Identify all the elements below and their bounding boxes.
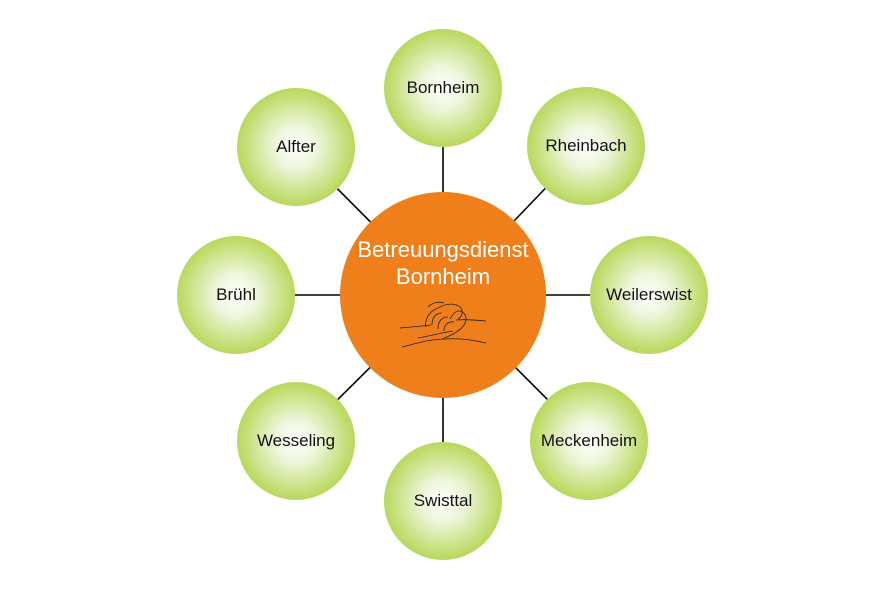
connector-line <box>335 186 373 224</box>
node-meckenheim: Meckenheim <box>530 382 648 500</box>
node-label: Bornheim <box>406 78 480 97</box>
node-label: Weilerswist <box>606 285 692 304</box>
node-bornheim: Bornheim <box>384 29 502 147</box>
node-label: Rheinbach <box>545 136 627 155</box>
handshake-icon <box>399 301 487 348</box>
node-weilerswist: Weilerswist <box>590 236 708 354</box>
node-bruehl: Brühl <box>177 236 295 354</box>
node-label: Brühl <box>216 285 256 304</box>
node-label: Alfter <box>276 137 316 156</box>
connector-line <box>335 365 372 402</box>
center-title-line2: Bornheim <box>395 264 491 289</box>
node-label: Meckenheim <box>540 431 638 450</box>
connector-line <box>513 365 550 402</box>
center-node: Betreuungsdienst Bornheim <box>340 192 546 398</box>
node-swisttal: Swisttal <box>384 442 502 560</box>
node-label: Swisttal <box>413 491 473 510</box>
node-alfter: Alfter <box>237 88 355 206</box>
node-label: Wesseling <box>256 431 336 450</box>
center-title-line1: Betreuungsdienst <box>357 237 529 262</box>
node-rheinbach: Rheinbach <box>527 87 645 205</box>
connector-line <box>512 186 548 223</box>
node-wesseling: Wesseling <box>237 382 355 500</box>
